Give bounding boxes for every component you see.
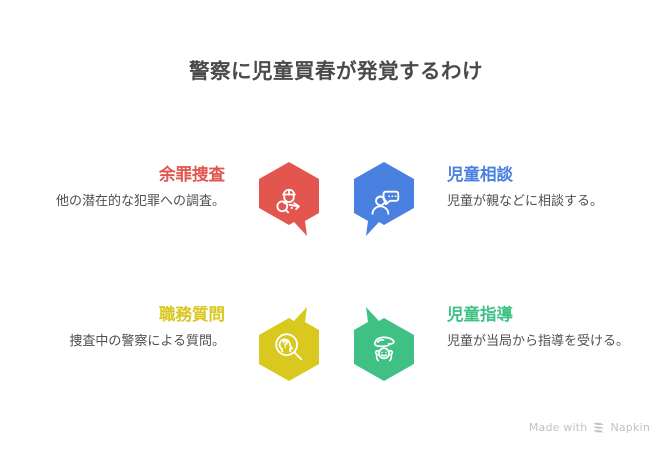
hex-badge-yozai-sousa[interactable] [241, 160, 336, 278]
made-with-napkin-watermark[interactable]: Made with Napkin [529, 421, 650, 434]
item-body: 他の潜在的な犯罪への調査。 [55, 194, 225, 210]
hexagon-shape-yellow [258, 307, 319, 381]
item-heading: 児童指導 [447, 305, 513, 324]
item-text-jido-shido: 児童指導 児童が当局から指導を受ける。 [431, 300, 640, 353]
infographic-row-top: 余罪捜査 他の潜在的な犯罪への調査。 [0, 160, 672, 290]
item-text-jido-sodan: 児童相談 児童が親などに相談する。 [431, 160, 640, 213]
napkin-chevron-logo-icon [592, 422, 605, 434]
hexagon-shape-green [353, 307, 414, 381]
item-body: 捜査中の警察による質問。 [69, 334, 225, 350]
infographic-row-bottom: 職務質問 捜査中の警察による質問。 [0, 300, 672, 430]
hexagon-shape-blue [353, 162, 414, 236]
item-body: 児童が当局から指導を受ける。 [447, 334, 630, 350]
hex-badge-jido-sodan[interactable] [336, 160, 431, 278]
hex-badge-jido-shido[interactable] [336, 300, 431, 418]
item-body: 児童が親などに相談する。 [447, 194, 604, 210]
hex-badge-shokumu-shitsumon[interactable] [241, 300, 336, 418]
item-heading: 職務質問 [159, 305, 225, 324]
item-text-yozai-sousa: 余罪捜査 他の潜在的な犯罪への調査。 [32, 160, 241, 213]
item-heading: 余罪捜査 [159, 165, 225, 184]
item-heading: 児童相談 [447, 165, 513, 184]
watermark-made-with-label: Made with [528, 421, 588, 434]
item-text-shokumu-shitsumon: 職務質問 捜査中の警察による質問。 [32, 300, 241, 353]
page-title: 警察に児童買春が発覚するわけ [189, 59, 483, 83]
napkin-brand-label: Napkin [610, 421, 650, 434]
hexagon-shape-red [258, 162, 319, 236]
